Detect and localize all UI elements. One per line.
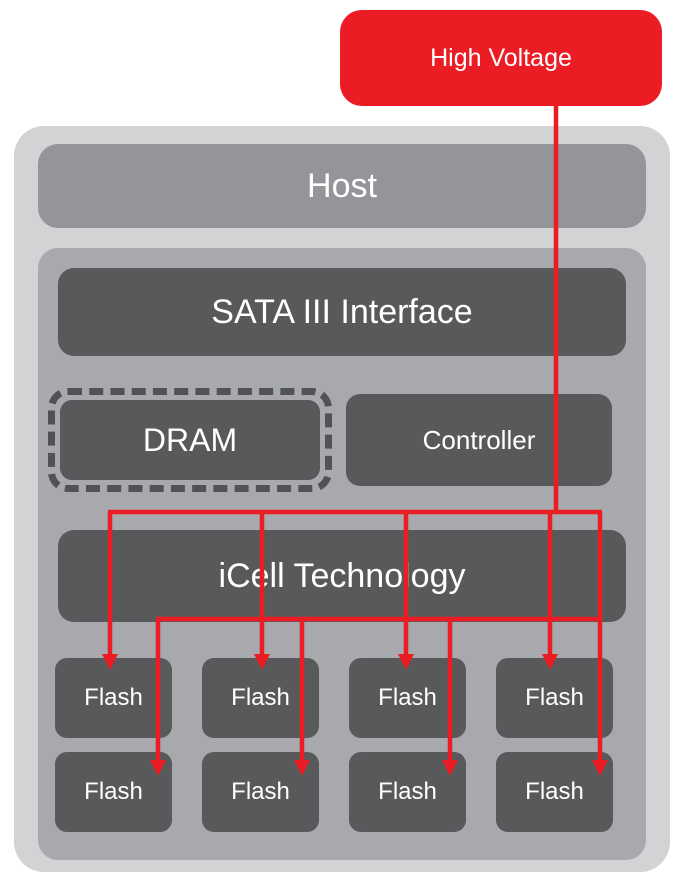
sata-interface-block: SATA III Interface	[58, 268, 626, 356]
flash-block-row2-col2: Flash	[202, 752, 319, 832]
host-label: Host	[307, 166, 377, 205]
flash-block-row1-col3: Flash	[349, 658, 466, 738]
flash-label: Flash	[525, 684, 584, 711]
flash-label: Flash	[525, 778, 584, 805]
host-block: Host	[38, 144, 646, 228]
flash-block-row1-col1: Flash	[55, 658, 172, 738]
flash-label: Flash	[231, 778, 290, 805]
high-voltage-label: High Voltage	[430, 43, 572, 72]
icell-technology-label: iCell Technology	[218, 556, 466, 595]
flash-label: Flash	[378, 684, 437, 711]
dram-chip-body: DRAM	[60, 400, 320, 480]
flash-block-row2-col1: Flash	[55, 752, 172, 832]
flash-label: Flash	[84, 778, 143, 805]
flash-label: Flash	[84, 684, 143, 711]
sata-interface-label: SATA III Interface	[211, 292, 473, 331]
flash-label: Flash	[378, 778, 437, 805]
flash-block-row2-col4: Flash	[496, 752, 613, 832]
controller-block: Controller	[346, 394, 612, 486]
flash-block-row2-col3: Flash	[349, 752, 466, 832]
dram-chip: DRAM	[48, 388, 332, 492]
dram-label: DRAM	[142, 421, 238, 458]
icell-technology-block: iCell Technology	[58, 530, 626, 622]
flash-block-row1-col2: Flash	[202, 658, 319, 738]
flash-label: Flash	[231, 684, 290, 711]
flash-block-row1-col4: Flash	[496, 658, 613, 738]
high-voltage-box: High Voltage	[340, 10, 662, 106]
controller-label: Controller	[422, 424, 536, 455]
